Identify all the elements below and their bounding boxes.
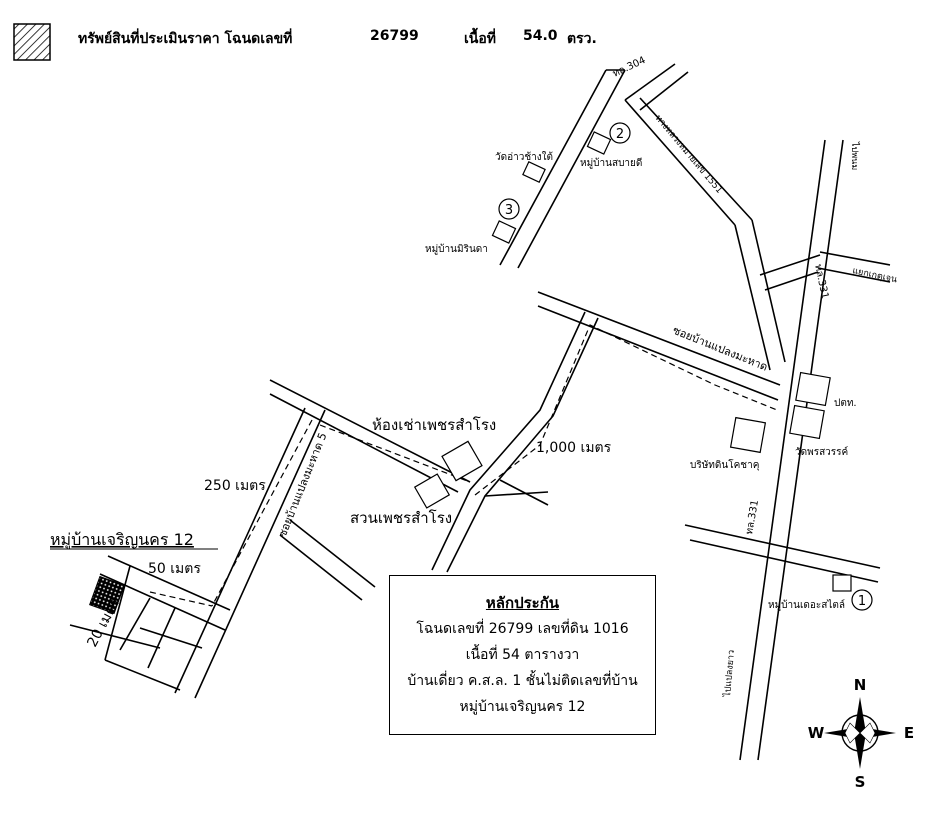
building-wat-phon-sawan [789,404,825,440]
label-subject-village: หมู่บ้านเจริญนคร 12 [50,530,194,550]
road-side-branch [279,519,376,601]
svg-text:E: E [904,724,914,742]
marker-3: 3 [498,198,520,220]
header-area-unit: ตรว. [567,31,597,47]
label-distance-1000: 1,000 เมตร [536,440,612,456]
svg-text:S: S [855,773,866,791]
label-sabai-dee: หมู่บ้านสบายดี [580,157,642,169]
subject-plot [89,575,125,615]
building-ptt [795,371,831,407]
label-th331-upper: ทล.331 [812,263,830,300]
road-th304 [499,63,689,269]
legend-hatch-swatch [13,23,51,61]
label-ket-chaeng: แยกเกตุเจน [851,266,897,285]
header-deed-number: 26799 [370,28,419,44]
building-the-style [832,574,852,592]
compass-rose-icon: N S W E [808,676,914,791]
road-ket-chaeng [759,251,891,291]
road-lower-cross [684,524,881,583]
svg-text:3: 3 [505,203,513,218]
building-wat-wang-chang [522,161,546,183]
building-apartment [441,440,483,482]
svg-text:N: N [854,676,867,694]
label-apartment: ห้องเช่าเพชรสำโรง [372,416,496,434]
label-to-phanom: ไปพนม [849,141,860,170]
road-highway-1551 [624,97,786,371]
label-th304: ทล.304 [611,55,647,80]
collateral-line-2: เนื้อที่ 54 ตารางวา [465,647,580,663]
road-diagonal [431,311,599,573]
road-soi-maehat [537,291,781,401]
label-suan-phet: สวนเพชรสำโรง [350,509,452,527]
header-area-label: เนื้อที่ [464,31,496,47]
svg-text:2: 2 [616,127,624,142]
svg-text:W: W [808,724,825,742]
label-wat-wang-chang: วัดอ่าวช้างใต้ [495,151,553,163]
label-distance-250: 250 เมตร [204,478,266,494]
header-legend-text: ทรัพย์สินที่ประเมินราคา โฉนดเลขที่ [78,31,293,47]
building-suan-phet [413,473,451,509]
building-company-din [729,416,767,454]
label-to-plaeng-yao: ไปแปลงยาว [722,649,737,698]
label-th331-lower: ทล.331 [744,499,761,535]
header-area-value: 54.0 [523,28,558,44]
collateral-line-4: หมู่บ้านเจริญนคร 12 [459,699,586,715]
collateral-box: หลักประกัน โฉนดเลขที่ 26799 เลขที่ดิน 10… [389,575,656,735]
svg-text:1: 1 [858,594,866,609]
label-company-din: บริษัทดินโคชาคุ [690,458,759,471]
label-mirinda: หมู่บ้านมิรินดา [425,243,488,255]
building-mirinda [491,220,517,244]
route-path [149,324,778,607]
road-left-branch [269,379,471,493]
collateral-title: หลักประกัน [485,594,560,612]
village-layout [69,555,231,691]
label-soi-maehat-5: ซอยบ้านแปลงมะหาด 5 [276,431,330,539]
building-sabai-dee [586,131,612,155]
collateral-line-1: โฉนดเลขที่ 26799 เลขที่ดิน 1016 [416,621,629,637]
label-ptt: ปตท. [834,398,857,409]
label-wat-phon-sawan: วัดพรสวรรค์ [795,446,848,458]
label-the-style: หมู่บ้านเดอะสไตล์ [768,599,845,611]
marker-1: 1 [851,589,873,611]
label-distance-50: 50 เมตร [148,561,201,577]
road-th331 [739,139,844,761]
label-highway-1551: ทางหลวงหมายเลข 1551 [653,114,724,196]
collateral-line-3: บ้านเดี่ยว ค.ส.ล. 1 ชั้นไม่ติดเลขที่บ้าน [407,673,638,689]
marker-2: 2 [609,122,631,144]
